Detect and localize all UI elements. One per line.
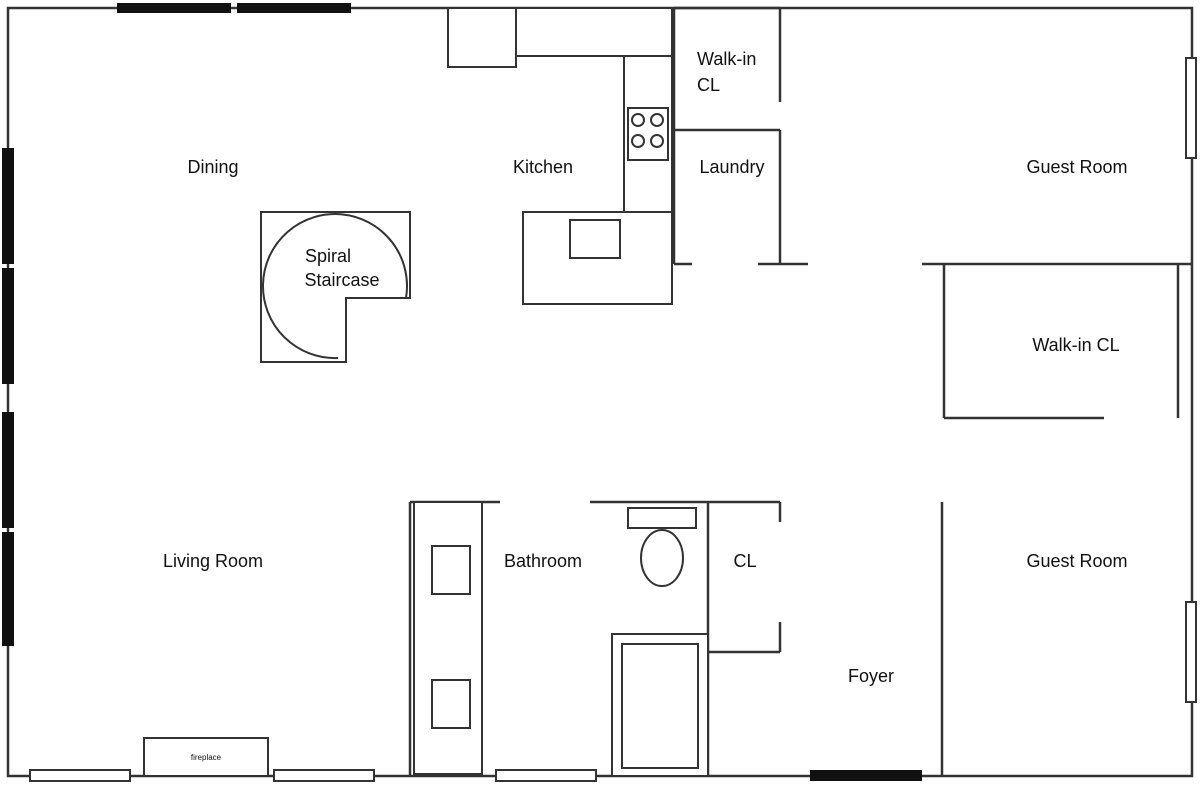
label-closet: CL xyxy=(733,551,756,571)
label-walkin-top-cl: CL xyxy=(697,75,720,95)
toilet-tank xyxy=(627,507,697,529)
window-bottom-1 xyxy=(29,769,131,782)
label-guest-room-bottom: Guest Room xyxy=(1026,551,1127,571)
label-dining: Dining xyxy=(187,157,238,177)
kitchen-sink xyxy=(569,219,621,259)
label-foyer: Foyer xyxy=(848,666,894,686)
window-left-2 xyxy=(2,268,14,384)
label-kitchen: Kitchen xyxy=(513,157,573,177)
window-left-1 xyxy=(2,148,14,264)
fireplace xyxy=(143,737,269,777)
vanity-counter xyxy=(413,501,483,775)
spiral-staircase-arc xyxy=(262,213,408,360)
spiral-staircase xyxy=(260,211,411,363)
window-right-bottom xyxy=(1185,601,1197,703)
window-right-top xyxy=(1185,57,1197,159)
window-bottom-2 xyxy=(273,769,375,782)
label-walkin-top: Walk-in xyxy=(697,49,756,69)
label-laundry: Laundry xyxy=(699,157,764,177)
burner-icon xyxy=(650,134,664,148)
window-left-3 xyxy=(2,412,14,528)
sink-2 xyxy=(431,679,471,729)
label-bathroom: Bathroom xyxy=(504,551,582,571)
shower-inner xyxy=(621,643,699,769)
burner-icon xyxy=(631,134,645,148)
burner-icon xyxy=(631,113,645,127)
kitchen-counter-corner xyxy=(447,7,517,68)
window-left-4 xyxy=(2,532,14,646)
label-fireplace: fireplace xyxy=(191,753,222,762)
entrance-door xyxy=(810,770,922,781)
window-top-middle xyxy=(237,3,351,13)
label-spiral: Spiral xyxy=(305,246,351,266)
kitchen-counter-top xyxy=(515,7,673,57)
burner-icon xyxy=(650,113,664,127)
window-top-left xyxy=(117,3,231,13)
label-staircase: Staircase xyxy=(304,270,379,290)
toilet-bowl xyxy=(640,529,684,587)
label-guest-room-top: Guest Room xyxy=(1026,157,1127,177)
sink-1 xyxy=(431,545,471,595)
window-bottom-3 xyxy=(495,769,597,782)
outer-wall xyxy=(6,6,1194,778)
label-living-room: Living Room xyxy=(163,551,263,571)
label-walkin-right: Walk-in CL xyxy=(1032,335,1119,355)
